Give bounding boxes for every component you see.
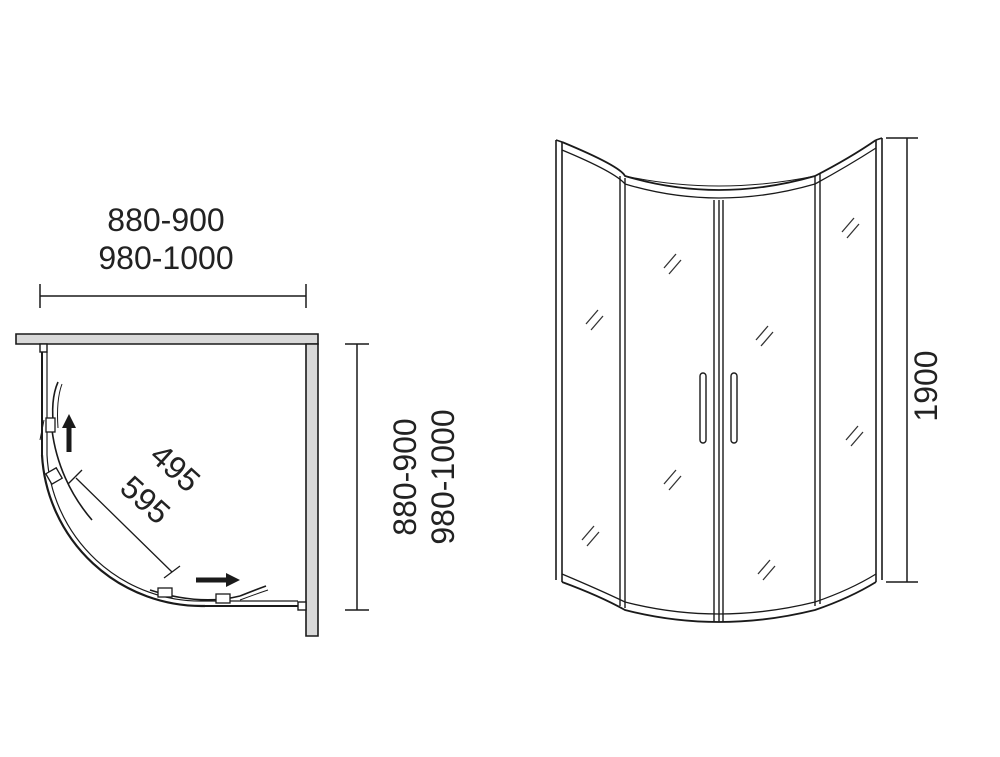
curved-track-outer	[40, 454, 206, 608]
wall-profile-right	[297, 601, 307, 611]
curved-track-inner	[46, 454, 206, 602]
wall-side	[305, 343, 319, 637]
wall-profile-left	[39, 343, 48, 353]
fixed-panel-right-elevation	[814, 174, 821, 606]
fixed-panel-left-elevation	[619, 176, 626, 608]
depth-dimension-line	[345, 343, 369, 611]
door-center-meeting	[713, 200, 724, 622]
height-dimension-line	[886, 137, 918, 583]
frame-post-right	[875, 137, 883, 582]
top-rail-outer	[561, 139, 877, 191]
width-dimension-line	[39, 284, 307, 308]
glass-reflection-marks	[581, 217, 864, 581]
depth-dimension-label-2: 980-1000	[425, 409, 461, 544]
roller-right-2	[215, 593, 231, 604]
elevation-view	[555, 137, 918, 623]
roller-left-1	[45, 417, 56, 433]
door-handle-right	[730, 372, 738, 444]
roller-left-2	[44, 466, 64, 486]
arrow-up-icon	[62, 414, 76, 452]
opening-dimension-line	[67, 469, 181, 579]
frame-post-left	[555, 139, 563, 582]
arrow-right-icon	[196, 573, 240, 587]
plan-view	[15, 284, 369, 637]
door-handle-left	[699, 372, 707, 444]
roller-right-1	[157, 587, 173, 598]
depth-dimension-label-1: 880-900	[387, 418, 423, 535]
width-dimension-label-1: 880-900	[107, 202, 224, 238]
height-dimension-label: 1900	[908, 350, 944, 421]
top-rail-inner	[561, 147, 877, 199]
wall-back	[15, 333, 319, 345]
sliding-door-left	[51, 429, 93, 521]
width-dimension-label-2: 980-1000	[98, 240, 233, 276]
